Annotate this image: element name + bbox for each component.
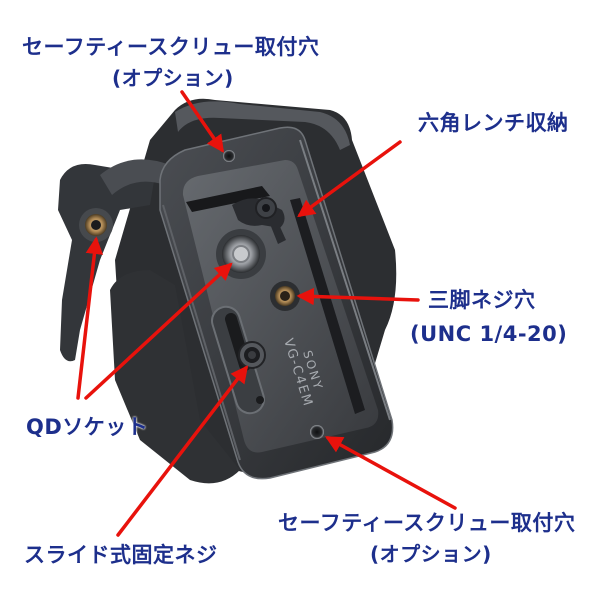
- side-arm: [58, 164, 155, 362]
- arrow-qd-main: [84, 262, 233, 400]
- hex-wrench: [186, 186, 270, 212]
- arrow-slide-screw: [116, 365, 249, 537]
- wrench-thumbscrew: [232, 197, 286, 244]
- arrow-safety-top: [180, 90, 224, 153]
- top-rim: [175, 101, 350, 150]
- label-qd-socket: QDソケット: [26, 415, 149, 439]
- label-slide-screw: スライド式固定ネジ: [24, 543, 218, 567]
- safety-screw-hole-top: [223, 150, 235, 162]
- callout-arrows: [76, 90, 457, 537]
- label-tripod-thread: 三脚ネジ穴: [428, 288, 536, 312]
- label-safety-screw-top: セーフティースクリュー取付穴: [22, 35, 320, 59]
- safety-screw-hole-bottom: [310, 425, 324, 439]
- label-safety-screw-bottom: セーフティースクリュー取付穴: [278, 511, 576, 535]
- arrow-safety-bottom: [324, 436, 457, 510]
- label-hex-wrench: 六角レンチ収納: [418, 111, 569, 135]
- side-arm-loop: [100, 159, 170, 195]
- arrow-hex-wrench: [297, 140, 402, 218]
- slide-lock-screw: [238, 341, 266, 369]
- arrow-tripod-thread: [296, 287, 420, 306]
- label-safety-screw-top-option: (オプション): [112, 66, 234, 90]
- arrow-qd-side: [76, 236, 104, 400]
- label-tripod-thread-spec: (UNC 1/4-20): [410, 322, 568, 346]
- hex-wrench-slot: [290, 198, 365, 414]
- label-safety-screw-bottom-option: (オプション): [370, 542, 492, 566]
- lower-body: [110, 270, 240, 484]
